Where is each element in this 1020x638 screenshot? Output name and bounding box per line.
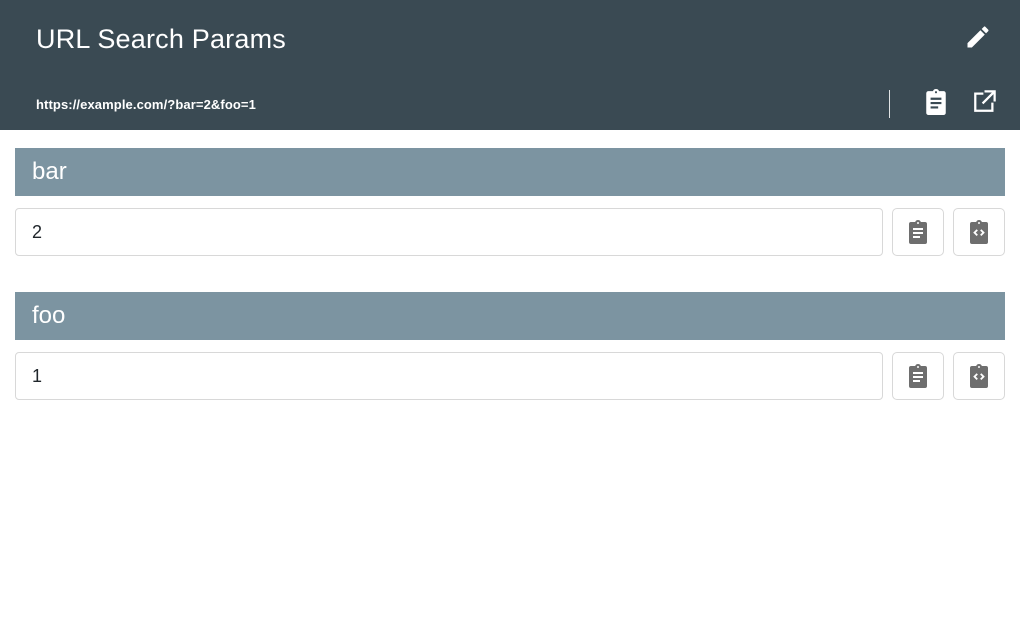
clipboard-icon	[906, 364, 930, 388]
external-link-icon	[971, 88, 998, 120]
clipboard-code-icon	[967, 364, 991, 388]
url-actions	[889, 84, 1004, 124]
page-title: URL Search Params	[36, 23, 286, 54]
clipboard-icon	[923, 88, 949, 120]
clipboard-icon	[906, 220, 930, 244]
current-url: https://example.com/?bar=2&foo=1	[36, 96, 256, 112]
edit-button[interactable]	[958, 19, 998, 59]
param-row	[15, 208, 1005, 256]
pencil-icon	[964, 23, 992, 56]
param-header: bar	[15, 148, 1005, 196]
app-bar-url-row: https://example.com/?bar=2&foo=1	[0, 78, 1020, 130]
copy-value-button[interactable]	[892, 208, 944, 256]
copy-code-button[interactable]	[953, 208, 1005, 256]
open-url-button[interactable]	[964, 84, 1004, 124]
param-header: foo	[15, 292, 1005, 340]
param-group: bar	[15, 148, 1005, 256]
params-list: bar foo	[0, 130, 1020, 400]
copy-code-button[interactable]	[953, 352, 1005, 400]
param-group: foo	[15, 292, 1005, 400]
param-name-label: bar	[32, 158, 67, 185]
param-row	[15, 352, 1005, 400]
divider	[889, 90, 890, 118]
clipboard-code-icon	[967, 220, 991, 244]
app-bar: URL Search Params https://example.com/?b…	[0, 0, 1020, 130]
copy-url-button[interactable]	[916, 84, 956, 124]
param-name-label: foo	[32, 302, 66, 329]
param-value-input[interactable]	[15, 208, 883, 256]
copy-value-button[interactable]	[892, 352, 944, 400]
param-value-input[interactable]	[15, 352, 883, 400]
app-bar-title-row: URL Search Params	[0, 0, 1020, 78]
